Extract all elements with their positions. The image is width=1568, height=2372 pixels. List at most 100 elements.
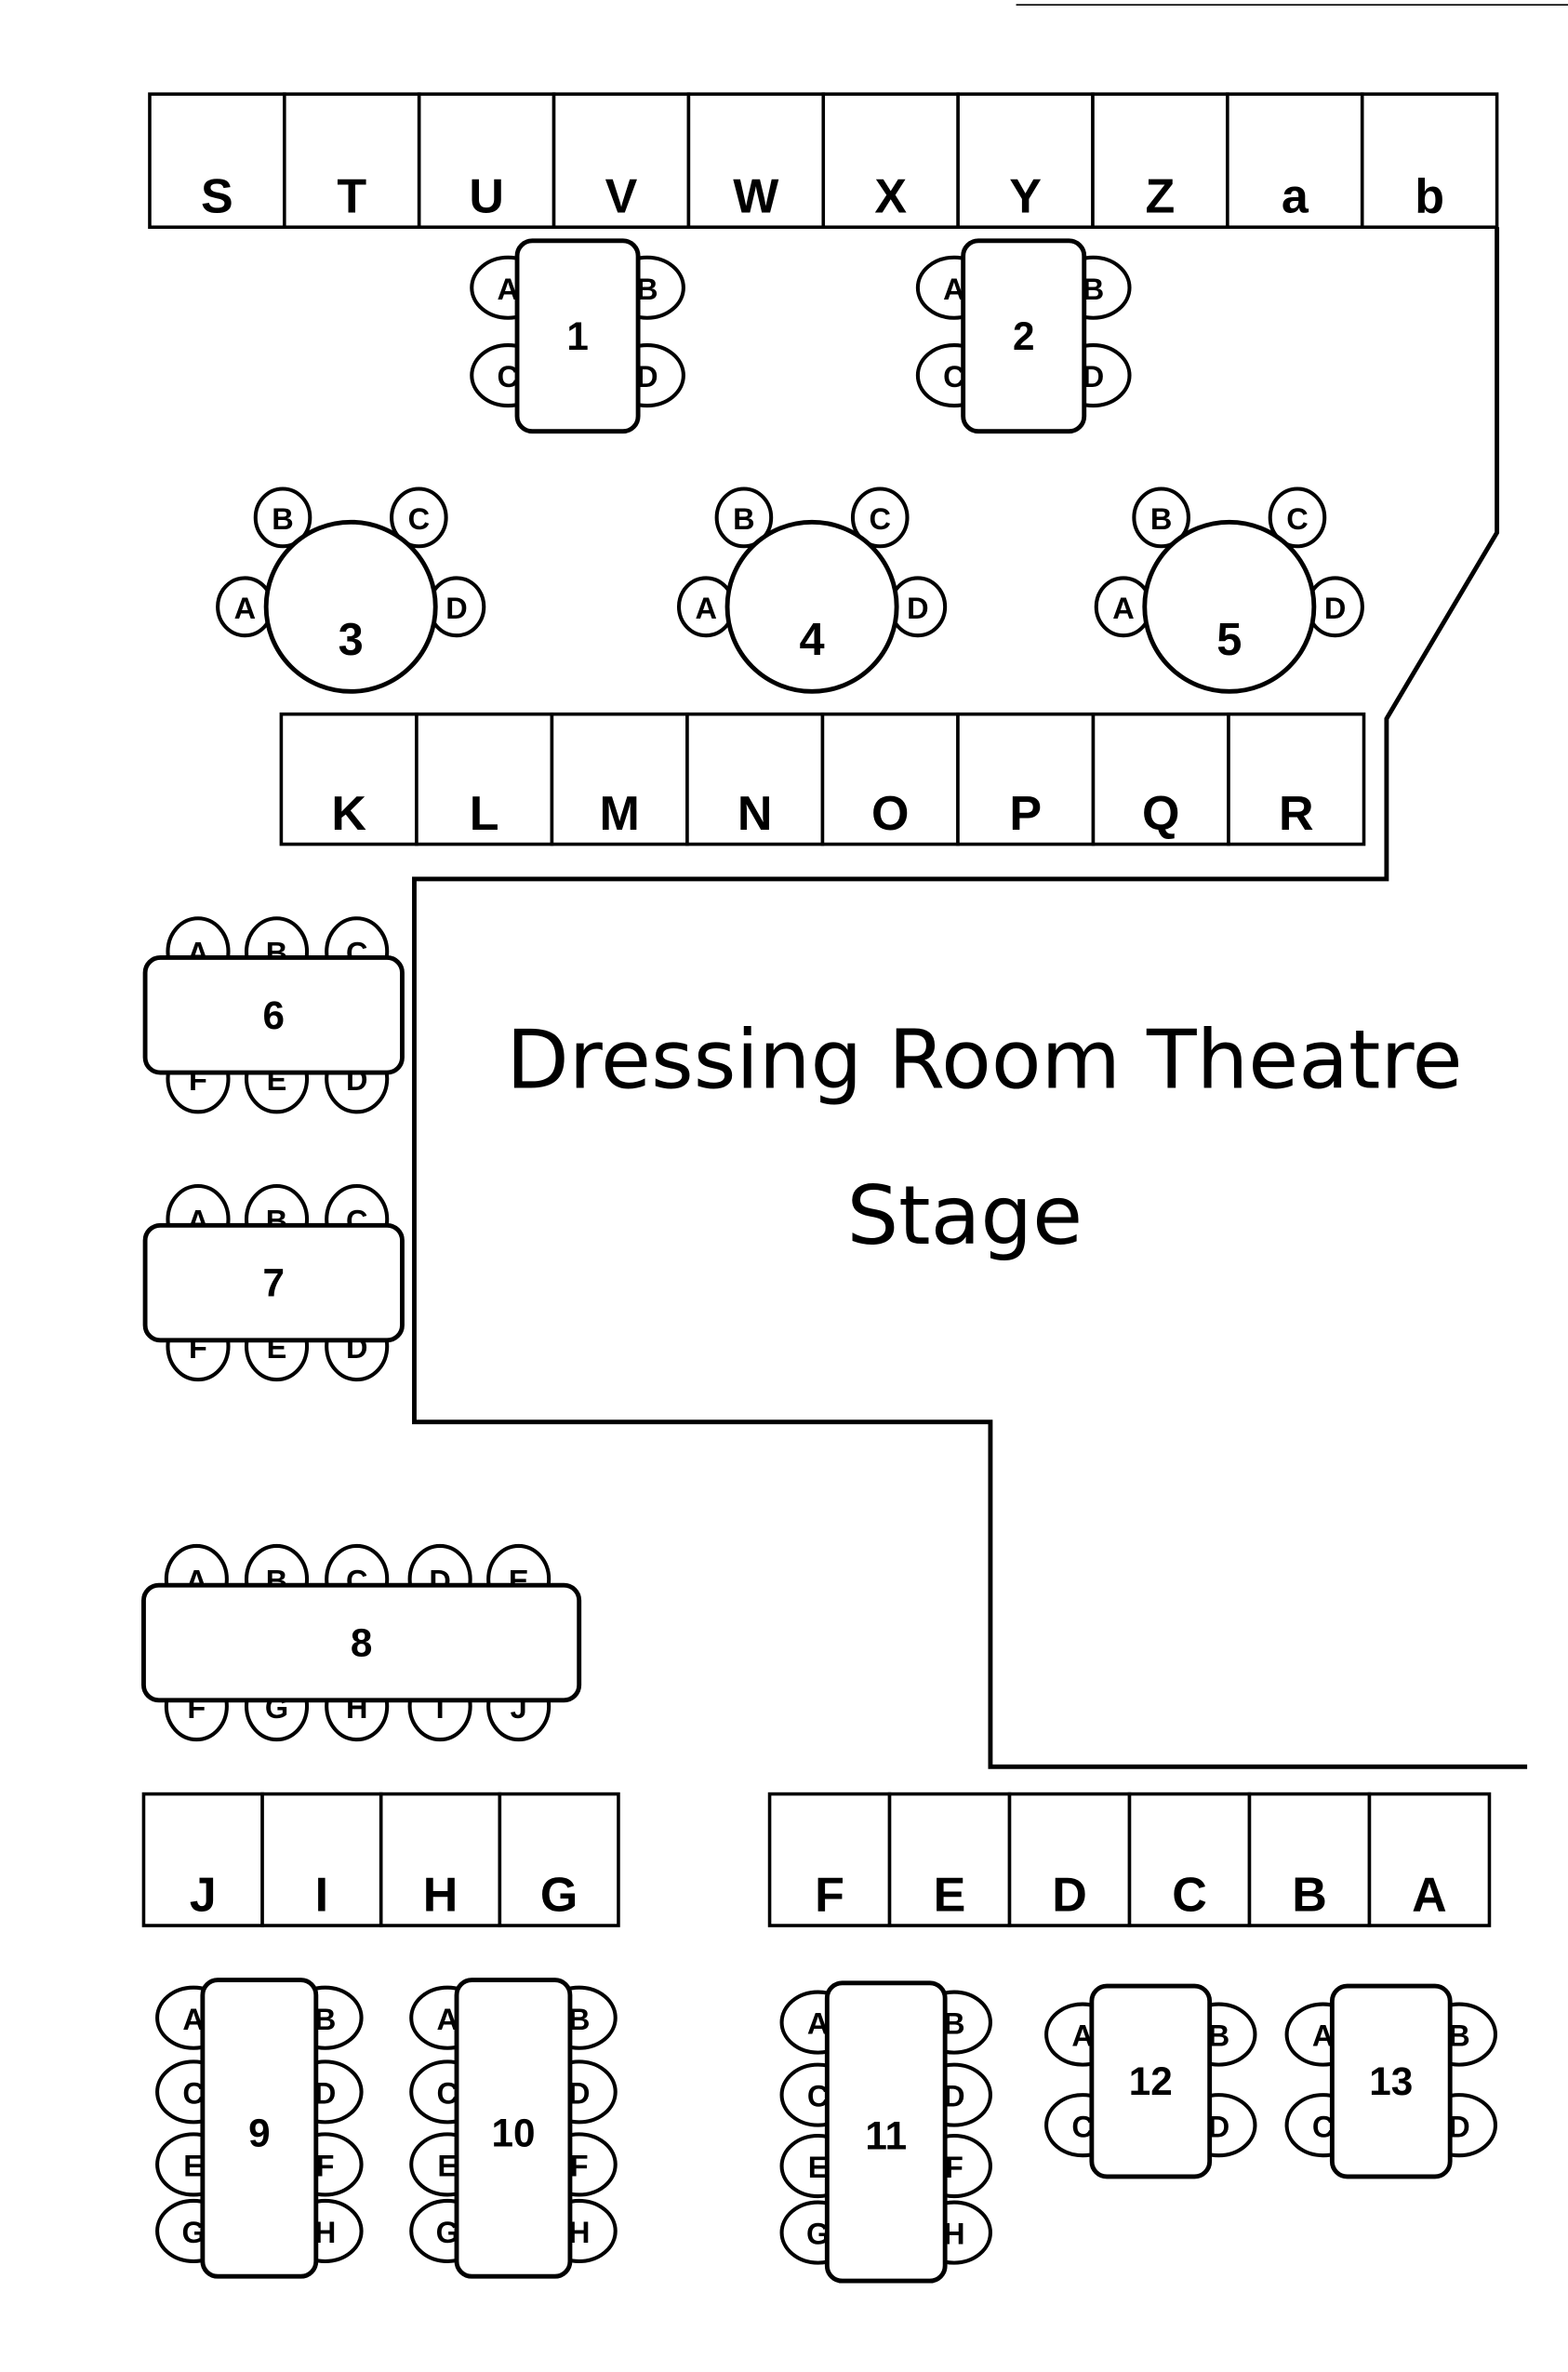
booth-box[interactable] bbox=[1247, 1792, 1372, 1927]
booth[interactable]: U bbox=[417, 92, 556, 230]
table-top[interactable] bbox=[263, 519, 438, 694]
booth[interactable]: P bbox=[956, 712, 1096, 846]
booth[interactable]: A bbox=[1367, 1792, 1492, 1927]
booth-box[interactable] bbox=[887, 1792, 1012, 1927]
seat-label: A bbox=[1071, 2019, 1093, 2053]
booth[interactable]: O bbox=[820, 712, 960, 846]
booth-box[interactable] bbox=[1360, 92, 1499, 230]
booth[interactable]: V bbox=[551, 92, 691, 230]
booth-box[interactable] bbox=[820, 712, 960, 846]
booth-box[interactable] bbox=[685, 712, 825, 846]
booth[interactable]: Z bbox=[1091, 92, 1229, 230]
seat-label: B bbox=[733, 502, 754, 536]
booth-box[interactable] bbox=[141, 1792, 264, 1927]
booth-box[interactable] bbox=[956, 92, 1095, 230]
booth-box[interactable] bbox=[1091, 712, 1230, 846]
booth-box[interactable] bbox=[821, 92, 960, 230]
seat-shape[interactable] bbox=[850, 486, 910, 549]
booth-label: X bbox=[874, 170, 907, 224]
booth-box[interactable] bbox=[551, 92, 691, 230]
seat-shape[interactable] bbox=[1268, 486, 1327, 549]
booth-label: L bbox=[470, 787, 499, 841]
seat[interactable]: C bbox=[390, 486, 448, 549]
seat-shape[interactable] bbox=[1132, 486, 1190, 549]
booth-box[interactable] bbox=[260, 1792, 383, 1927]
booth[interactable]: J bbox=[141, 1792, 264, 1927]
table-top[interactable] bbox=[142, 955, 405, 1075]
booth-box[interactable] bbox=[498, 1792, 620, 1927]
booth[interactable]: X bbox=[821, 92, 960, 230]
booth[interactable]: a bbox=[1226, 92, 1364, 230]
seat[interactable]: B bbox=[1132, 486, 1190, 549]
booth[interactable]: Y bbox=[956, 92, 1095, 230]
seat[interactable]: D bbox=[427, 576, 486, 638]
table-top[interactable] bbox=[454, 1978, 573, 2279]
seat[interactable]: C bbox=[1268, 486, 1327, 549]
table-top[interactable] bbox=[961, 238, 1087, 434]
seat-shape[interactable] bbox=[714, 486, 774, 549]
booth-box[interactable] bbox=[956, 712, 1096, 846]
booth[interactable]: b bbox=[1360, 92, 1499, 230]
booth[interactable]: Q bbox=[1091, 712, 1230, 846]
booth-box[interactable] bbox=[1367, 1792, 1492, 1927]
seat[interactable]: B bbox=[714, 486, 774, 549]
table-top[interactable] bbox=[200, 1978, 319, 2279]
seat[interactable]: D bbox=[888, 576, 948, 638]
booth-box[interactable] bbox=[283, 92, 421, 230]
booth[interactable]: N bbox=[685, 712, 825, 846]
table-top[interactable] bbox=[1329, 1983, 1453, 2179]
table-top[interactable] bbox=[724, 519, 899, 694]
booth-box[interactable] bbox=[379, 1792, 502, 1927]
booth-box[interactable] bbox=[1227, 712, 1366, 846]
booth-box[interactable] bbox=[417, 92, 556, 230]
booth-box[interactable] bbox=[550, 712, 689, 846]
booth[interactable]: E bbox=[887, 1792, 1012, 1927]
table-top[interactable] bbox=[142, 1222, 405, 1343]
booth[interactable]: H bbox=[379, 1792, 502, 1927]
booth-box[interactable] bbox=[1007, 1792, 1132, 1927]
seat-label: C bbox=[437, 2077, 458, 2111]
booth[interactable]: C bbox=[1127, 1792, 1252, 1927]
booth[interactable]: D bbox=[1007, 1792, 1132, 1927]
booth[interactable]: G bbox=[498, 1792, 620, 1927]
booth[interactable]: W bbox=[686, 92, 826, 230]
booth-label: R bbox=[1279, 787, 1314, 841]
table-top[interactable] bbox=[141, 1582, 582, 1703]
table-top[interactable] bbox=[1089, 1983, 1213, 2179]
booth[interactable]: S bbox=[148, 92, 286, 230]
booth[interactable]: B bbox=[1247, 1792, 1372, 1927]
booth[interactable]: R bbox=[1227, 712, 1366, 846]
booth[interactable]: F bbox=[767, 1792, 892, 1927]
booth-box[interactable] bbox=[279, 712, 419, 846]
booth[interactable]: L bbox=[415, 712, 554, 846]
seat[interactable]: C bbox=[850, 486, 910, 549]
seat[interactable]: D bbox=[1306, 576, 1364, 638]
table-top[interactable] bbox=[824, 1980, 948, 2284]
booth[interactable]: T bbox=[283, 92, 421, 230]
seat-shape[interactable] bbox=[253, 486, 312, 549]
booth[interactable]: I bbox=[260, 1792, 383, 1927]
table-top[interactable] bbox=[1142, 519, 1317, 694]
table-top[interactable] bbox=[514, 238, 641, 434]
booth-box[interactable] bbox=[1091, 92, 1229, 230]
booth[interactable]: M bbox=[550, 712, 689, 846]
booth-box[interactable] bbox=[415, 712, 554, 846]
booth-box[interactable] bbox=[686, 92, 826, 230]
booth[interactable]: K bbox=[279, 712, 419, 846]
seat-shape[interactable] bbox=[390, 486, 448, 549]
seat[interactable]: B bbox=[253, 486, 312, 549]
